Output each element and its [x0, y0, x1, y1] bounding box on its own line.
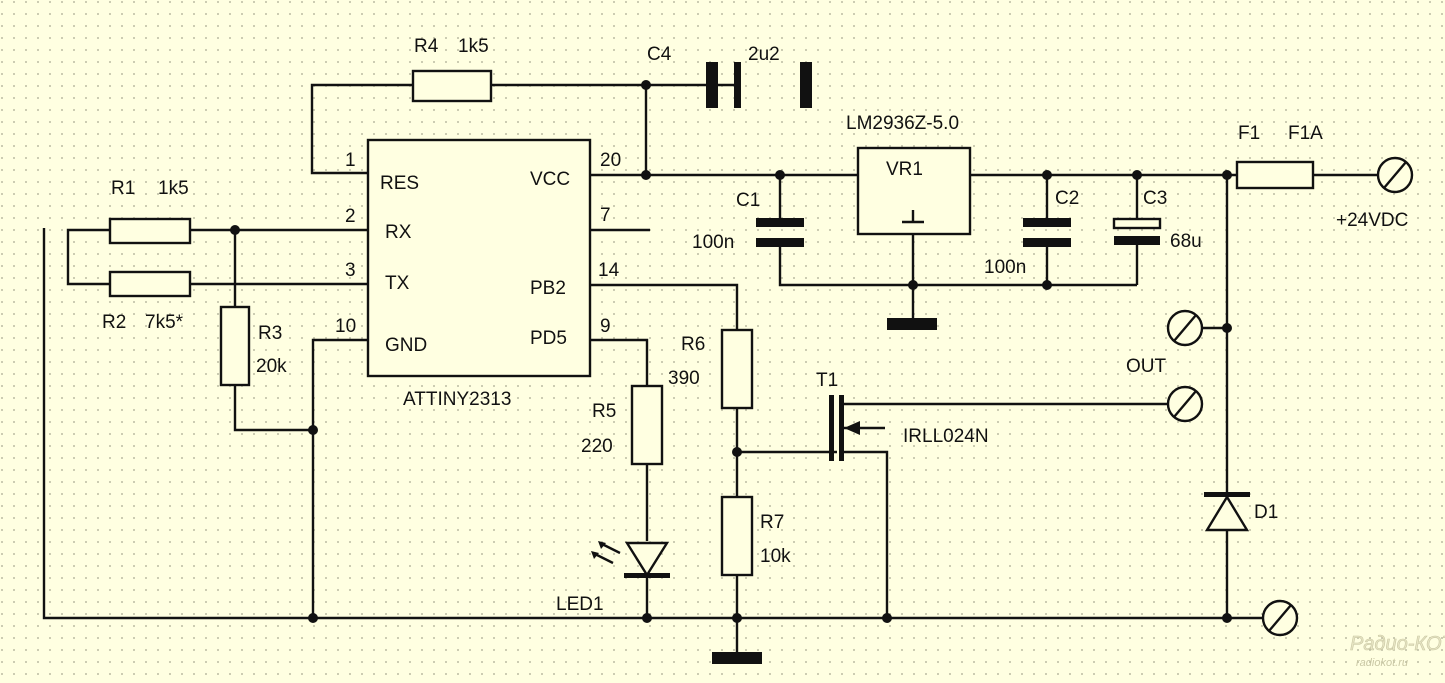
- resistor-r6: R6 390: [668, 328, 754, 410]
- ref-label: R2: [102, 312, 126, 333]
- ground-symbol: [887, 318, 937, 330]
- ref-label: C4: [647, 44, 672, 65]
- terminal-out: OUT: [1126, 309, 1204, 377]
- part-label: IRLL024N: [903, 426, 989, 447]
- pin-num: 9: [600, 316, 611, 337]
- terminal-drain: [1166, 385, 1204, 423]
- value-label: 1k5: [458, 36, 489, 57]
- value-label: 7k5*: [145, 312, 184, 333]
- ground-symbol: [712, 652, 762, 664]
- led-led1: LED1: [556, 541, 670, 615]
- ic-ref-label: ATTINY2313: [403, 389, 511, 410]
- diode-d1: D1: [1204, 492, 1278, 532]
- supply-label: +24VDC: [1336, 210, 1408, 231]
- mosfet-t1: T1 IRLL024N: [816, 370, 989, 461]
- resistor-r1: R1 1k5: [108, 178, 192, 245]
- ref-label: R5: [592, 401, 616, 422]
- pin-num: 2: [345, 206, 356, 227]
- ref-label: F1: [1238, 123, 1260, 144]
- pin-num: 1: [345, 150, 356, 171]
- ref-label: LED1: [556, 594, 604, 615]
- ref-label: VR1: [886, 159, 923, 180]
- part-label: LM2936Z-5.0: [846, 113, 959, 134]
- value-label: 220: [581, 436, 613, 457]
- ref-label: C2: [1055, 188, 1079, 209]
- ref-label: R7: [760, 512, 784, 533]
- capacitor-c3: C3 68u: [1112, 188, 1202, 252]
- terminal-supply: +24VDC: [1336, 156, 1414, 231]
- value-label: 20k: [256, 356, 287, 377]
- watermark-logo-text: Радио-КОТ: [1350, 633, 1445, 655]
- ref-label: R6: [681, 334, 705, 355]
- ref-label: R4: [414, 36, 439, 57]
- watermark-site-text: radiokot.ru: [1356, 657, 1408, 669]
- fuse-f1: F1 F1A: [1235, 123, 1323, 190]
- pin-name: VCC: [530, 169, 570, 190]
- resistor-r2: R2 7k5*: [102, 270, 192, 333]
- ref-label: R1: [111, 178, 135, 199]
- pin-num: 14: [598, 260, 620, 281]
- pin-name: GND: [385, 335, 427, 356]
- capacitor-c4: C4 2u2: [647, 44, 812, 108]
- value-label: F1A: [1288, 123, 1323, 144]
- junction-dots: [230, 80, 1232, 623]
- resistor-r4: R4 1k5: [411, 36, 493, 103]
- resistor-r7: R7 10k: [720, 495, 791, 577]
- pin-num: 3: [345, 260, 356, 281]
- value-label: 100n: [984, 257, 1026, 278]
- ic-attiny2313: ATTINY2313 1 RES 2 RX 3 TX 10 GND 20 VCC…: [335, 138, 621, 410]
- terminal-ground: [1261, 599, 1299, 637]
- pin-name: RX: [385, 222, 412, 243]
- value-label: 100n: [692, 232, 734, 253]
- pin-num: 7: [600, 205, 611, 226]
- pin-num: 10: [335, 316, 356, 337]
- value-label: 1k5: [158, 178, 189, 199]
- pin-name: TX: [385, 273, 410, 294]
- ref-label: T1: [816, 370, 838, 391]
- out-label: OUT: [1126, 356, 1167, 377]
- watermark-logo: Радио-КОТ radiokot.ru: [1350, 633, 1445, 669]
- capacitor-c1: C1 100n: [692, 190, 804, 253]
- ref-label: R3: [258, 323, 282, 344]
- pin-name: RES: [380, 173, 419, 194]
- wires: [42, 83, 1380, 655]
- ref-label: C1: [736, 190, 760, 211]
- voltage-regulator-vr1: VR1 LM2936Z-5.0: [846, 113, 972, 236]
- value-label: 2u2: [748, 44, 780, 65]
- value-label: 10k: [760, 546, 791, 567]
- ref-label: C3: [1143, 188, 1167, 209]
- value-label: 68u: [1170, 231, 1202, 252]
- pin-name: PD5: [530, 328, 567, 349]
- pin-num: 20: [600, 150, 621, 171]
- resistor-r5: R5 220: [581, 384, 664, 466]
- capacitor-c2: C2 100n: [984, 188, 1079, 278]
- pin-name: PB2: [530, 278, 566, 299]
- ref-label: D1: [1254, 502, 1278, 523]
- resistor-r3: R3 20k: [219, 305, 287, 387]
- value-label: 390: [668, 368, 700, 389]
